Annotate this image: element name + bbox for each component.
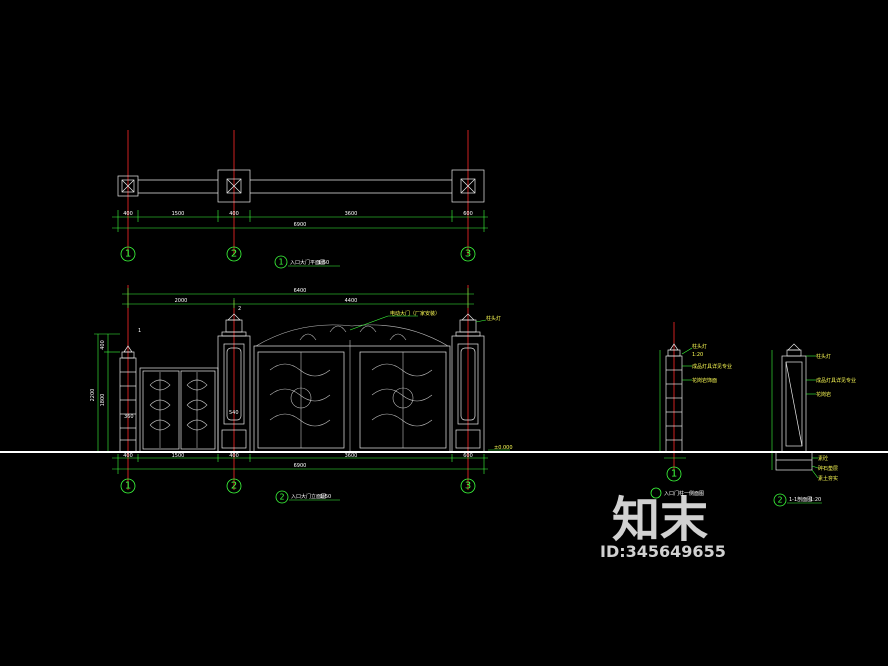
elev-top-dim-2: 4400 xyxy=(345,298,358,304)
elev-top-dim-1: 2000 xyxy=(175,298,188,304)
detail-column-axis: 1 xyxy=(671,469,677,480)
elev-axis-1: 1 xyxy=(125,481,131,492)
elev-height-3: 2200 xyxy=(90,389,96,402)
detail-section-note-6: 素土夯实 xyxy=(818,475,838,482)
plan-view: 400 1500 400 3600 600 6900 1 2 3 1 入口大门平… xyxy=(112,130,488,269)
plan-scale: 1:50 xyxy=(318,260,329,266)
detail-column-note-3: 成品灯具详见专业 xyxy=(692,363,732,370)
detail-section-title: 1-1剖面图 xyxy=(789,496,812,503)
detail-column-note-1: 柱头灯 xyxy=(692,343,707,350)
elev-title: 入口大门立面图 xyxy=(291,493,326,500)
detail-section: 柱头灯 成品灯具详见专业 花岗岩 素砼 碎石垫层 素土夯实 2 1-1剖面图 1… xyxy=(771,343,856,507)
plan-dim-4: 3600 xyxy=(345,211,358,217)
plan-dim-1: 400 xyxy=(123,211,133,217)
elev-inner-dim-1: 540 xyxy=(229,410,239,416)
elevation-view: 6400 2000 4400 2 1 400 1800 2200 xyxy=(90,285,513,504)
plan-dim-5: 600 xyxy=(463,211,473,217)
elev-bottom-dim-5: 600 xyxy=(463,453,473,459)
plan-axis-1: 1 xyxy=(125,249,131,260)
plan-axis-2: 2 xyxy=(231,249,237,260)
elev-bottom-dim-3: 400 xyxy=(229,453,239,459)
elev-axis-mark-2: 2 xyxy=(238,306,241,312)
elev-bottom-dim-1: 400 xyxy=(123,453,133,459)
elev-bottom-total: 6900 xyxy=(294,463,307,469)
svg-text:2: 2 xyxy=(279,493,284,502)
detail-column-note-4: 花岗岩饰面 xyxy=(692,377,717,384)
detail-section-note-5: 碎石垫层 xyxy=(818,465,838,472)
elev-scale: 1:50 xyxy=(320,494,331,500)
detail-section-scale: 1:20 xyxy=(810,497,821,503)
elev-axis-mark-1: 1 xyxy=(138,328,141,334)
watermark-brand: 知末 xyxy=(612,492,708,548)
elev-lamp-label: 柱头灯 xyxy=(486,315,501,322)
watermark-id: ID:345649655 xyxy=(600,542,726,561)
detail-side-column: 柱头灯 1:20 成品灯具详见专业 花岗岩饰面 1 入口门柱一侧面图 xyxy=(650,322,732,499)
plan-dim-2: 1500 xyxy=(172,211,185,217)
detail-section-note-3: 花岗岩 xyxy=(816,391,831,398)
detail-section-axis: 2 xyxy=(777,496,782,505)
watermark: 知末 ID:345649655 xyxy=(600,492,726,561)
elev-top-total: 6400 xyxy=(294,288,307,294)
elev-inner-dim-2: 360 xyxy=(124,414,134,420)
elev-gate-label: 电动大门（厂家安装） xyxy=(390,310,440,317)
side-gate xyxy=(139,367,219,453)
svg-text:1: 1 xyxy=(278,258,283,267)
plan-dim-3: 400 xyxy=(229,211,239,217)
elev-axis-3: 3 xyxy=(465,481,471,492)
plan-title: 入口大门平面图 xyxy=(290,259,325,266)
elev-bottom-dim-2: 1500 xyxy=(172,453,185,459)
main-gate xyxy=(253,324,451,453)
detail-section-note-2: 成品灯具详见专业 xyxy=(816,377,856,384)
plan-axis-3: 3 xyxy=(465,249,471,260)
elev-height-2: 1800 xyxy=(100,394,106,407)
detail-section-note-4: 素砼 xyxy=(818,455,828,462)
plan-dim-total: 6900 xyxy=(294,222,307,228)
detail-column-note-2: 1:20 xyxy=(692,352,703,358)
elev-height-1: 400 xyxy=(100,340,106,350)
detail-section-note-1: 柱头灯 xyxy=(816,353,831,360)
elev-level-label: ±0.000 xyxy=(494,445,513,451)
detail-column-title: 入口门柱一侧面图 xyxy=(664,490,704,497)
elev-bottom-dim-4: 3600 xyxy=(345,453,358,459)
elev-axis-2: 2 xyxy=(231,481,237,492)
